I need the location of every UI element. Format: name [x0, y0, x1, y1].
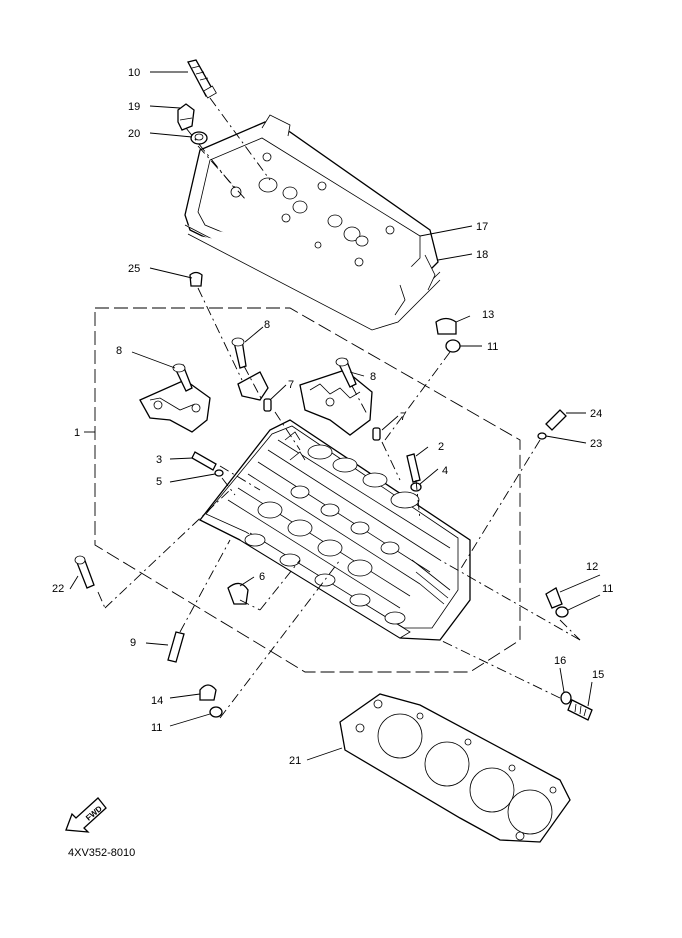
callout-11-upper: 11: [487, 341, 498, 353]
cylinder-head: [199, 419, 471, 641]
cylinder-head-cover: [184, 114, 441, 331]
alignment-lines: [97, 97, 581, 719]
drawing-code: 4XV352-8010: [68, 847, 135, 859]
callout-12: 12: [586, 561, 598, 573]
washer-23: [537, 432, 547, 440]
dowel-pin-left: [263, 398, 272, 412]
callout-1: 1: [74, 427, 80, 439]
callout-9: 9: [130, 637, 136, 649]
callout-22: 22: [52, 583, 64, 595]
callout-15: 15: [592, 669, 604, 681]
camshaft-cap-small: [237, 371, 269, 401]
bolt-8-center: [335, 357, 357, 388]
callout-11-right: 11: [602, 583, 613, 595]
callout-18: 18: [476, 249, 488, 261]
plug-cap: [177, 103, 195, 131]
bolt-24: [545, 409, 567, 431]
callout-7-right: 7: [400, 411, 406, 423]
callout-11-lower: 11: [151, 722, 162, 734]
callout-19: 19: [128, 101, 140, 113]
callout-8-center: 8: [370, 371, 376, 383]
assembly-1-boundary: [94, 307, 521, 673]
callout-20: 20: [128, 128, 140, 140]
callout-2: 2: [438, 441, 444, 453]
forward-direction-arrow: FWD: [65, 797, 107, 833]
stud-9: [167, 631, 185, 663]
callout-25: 25: [128, 263, 140, 275]
bolt-12: [545, 587, 563, 609]
stud-bolt-2: [406, 453, 421, 483]
callout-4: 4: [442, 465, 448, 477]
gasket-16: [560, 691, 572, 705]
callout-10: 10: [128, 67, 140, 79]
callout-6: 6: [259, 571, 265, 583]
grommet: [190, 131, 208, 145]
spark-plug: [187, 59, 217, 99]
union-bolt-3: [191, 451, 217, 471]
camshaft-cap-left: [139, 379, 211, 433]
plug-25: [189, 271, 203, 287]
callouts: 10 19 20 25 17 18 13 11 8 8 8 7 7 1 2 4 …: [52, 67, 613, 767]
callout-3: 3: [156, 454, 162, 466]
bolt-15: [567, 699, 593, 721]
callout-24: 24: [590, 408, 602, 420]
plug-14: [199, 684, 217, 701]
bolt-22: [74, 555, 95, 589]
callout-14: 14: [151, 695, 163, 707]
callout-16: 16: [554, 655, 566, 667]
callout-8-left: 8: [116, 345, 122, 357]
plug-13: [435, 317, 457, 335]
callout-13: 13: [482, 309, 494, 321]
plug-6: [227, 582, 249, 605]
callout-17: 17: [476, 221, 488, 233]
o-ring-11-lower: [209, 706, 223, 718]
callout-5: 5: [156, 476, 162, 488]
camshaft-cap-center: [299, 369, 373, 436]
cylinder-head-gasket: [339, 693, 571, 843]
bolt-8-left: [172, 363, 193, 392]
callout-7-left: 7: [288, 379, 294, 391]
callout-8-upper: 8: [264, 319, 270, 331]
o-ring-11-right: [555, 606, 569, 618]
callout-21: 21: [289, 755, 301, 767]
bolt-8-upper: [231, 337, 247, 369]
dowel-pin-right: [372, 427, 381, 441]
washer-5: [214, 469, 224, 477]
callout-23: 23: [590, 438, 602, 450]
leader-lines: [69, 71, 601, 761]
o-ring-11-upper: [445, 339, 461, 353]
